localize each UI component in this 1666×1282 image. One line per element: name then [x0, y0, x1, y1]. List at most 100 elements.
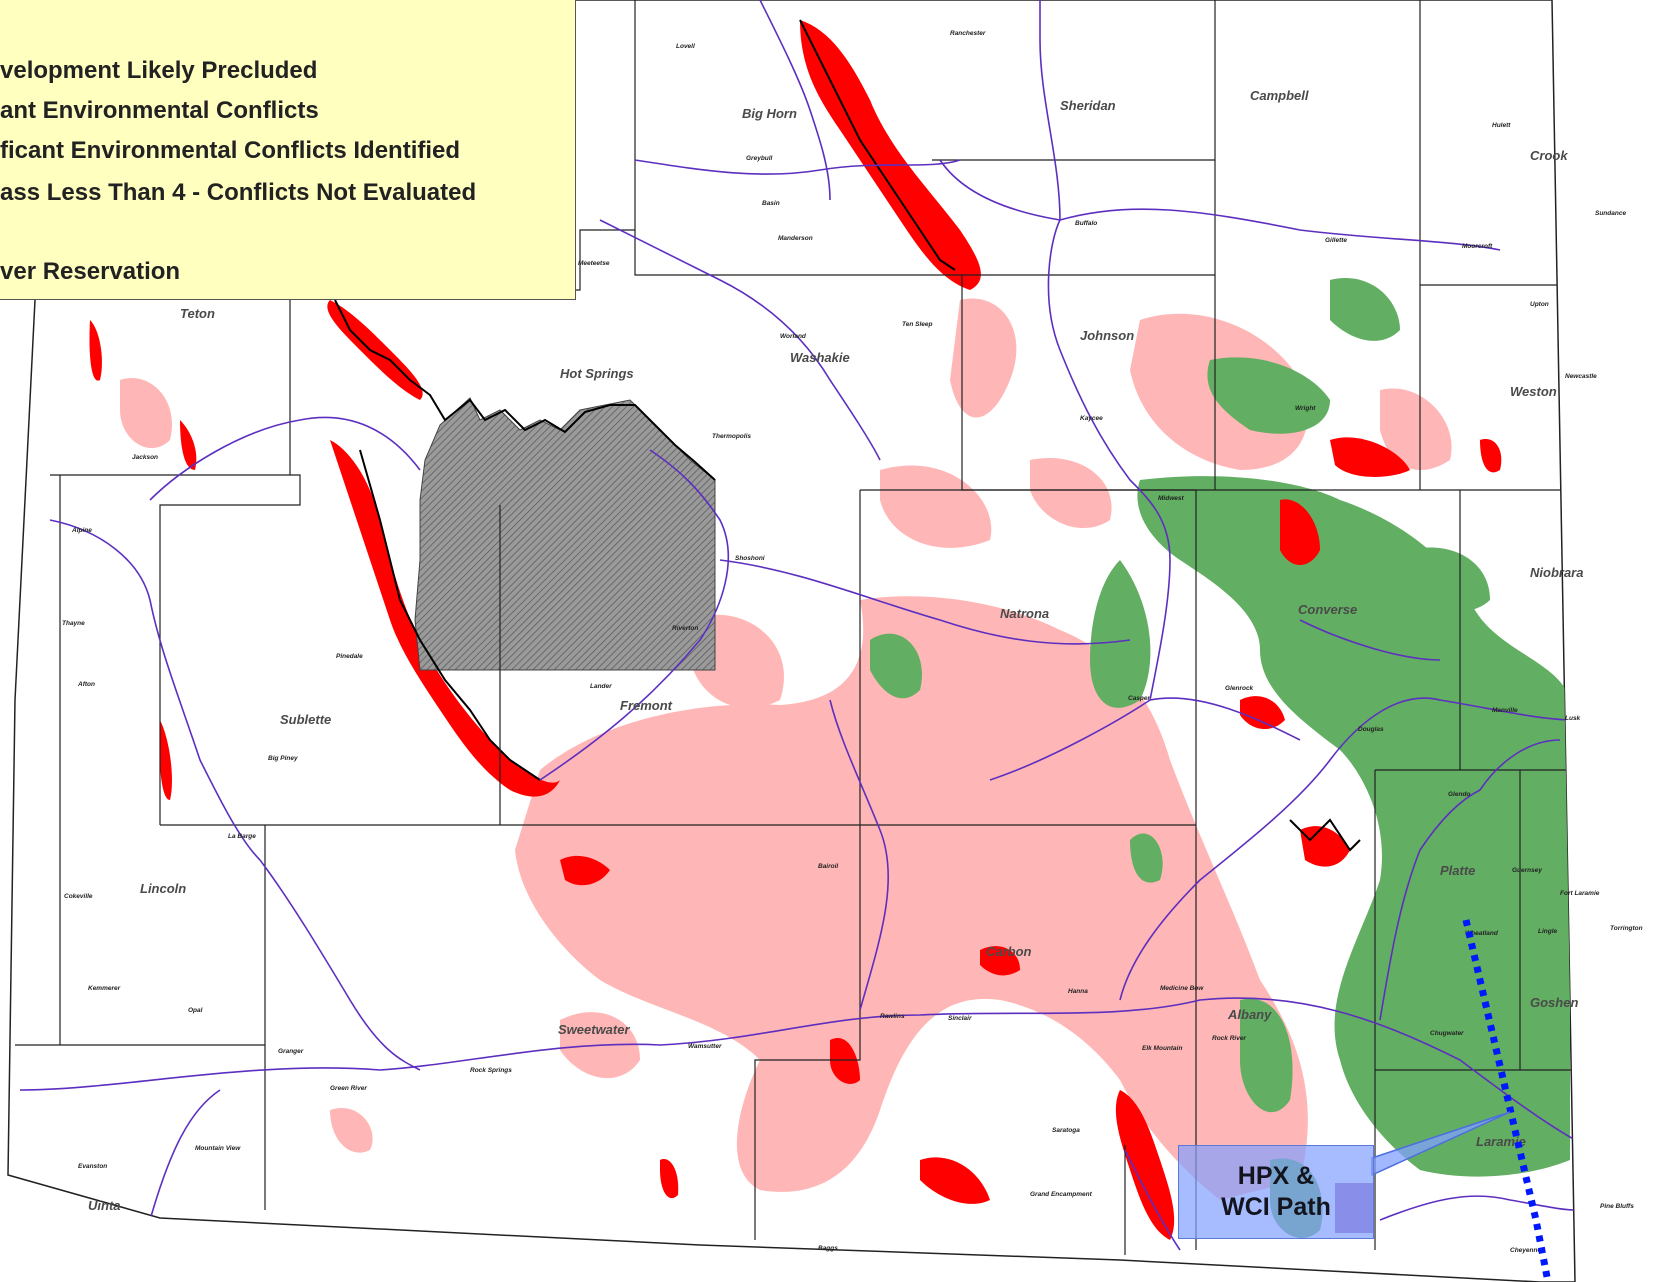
county-label: Big Horn	[742, 106, 797, 121]
county-label: Sheridan	[1060, 98, 1116, 113]
city-labels: Ranchester Lovell Greybull Basin Manders…	[62, 30, 1643, 1254]
county-label: Goshen	[1530, 995, 1578, 1010]
county-label: Platte	[1440, 863, 1475, 878]
city-label: Alpine	[71, 527, 92, 534]
city-label: Guernsey	[1512, 867, 1542, 874]
city-label: Basin	[762, 200, 780, 207]
city-label: Wright	[1295, 405, 1316, 412]
legend-item-not-evaluated: ass Less Than 4 - Conflicts Not Evaluate…	[0, 179, 477, 206]
city-label: Worland	[780, 333, 807, 340]
county-label: Crook	[1530, 148, 1568, 163]
conflicts-areas	[120, 298, 1470, 1200]
city-label: Torrington	[1610, 925, 1643, 932]
hpx-wci-path-line	[1462, 919, 1552, 1282]
city-label: Mountain View	[195, 1145, 241, 1152]
city-label: Glenrock	[1225, 685, 1254, 692]
city-label: Jackson	[132, 454, 158, 461]
city-label: Rawlins	[880, 1013, 905, 1020]
city-label: Buffalo	[1075, 220, 1097, 227]
city-label: Ten Sleep	[902, 321, 932, 328]
county-label: Uinta	[88, 1198, 121, 1213]
city-label: Green River	[330, 1085, 367, 1092]
city-label: Moorcroft	[1462, 243, 1493, 250]
city-label: Newcastle	[1565, 373, 1597, 380]
city-label: Casper	[1128, 695, 1151, 702]
no-conflicts-areas	[870, 278, 1570, 1239]
city-label: Grand Encampment	[1030, 1191, 1093, 1198]
city-label: Manderson	[778, 235, 813, 242]
city-label: Baggs	[818, 1245, 838, 1252]
city-label: Glendo	[1448, 791, 1470, 798]
city-label: Sinclair	[948, 1015, 972, 1022]
city-label: Cokeville	[64, 893, 93, 900]
city-label: Bairoil	[818, 863, 838, 870]
city-label: Chugwater	[1430, 1030, 1464, 1037]
city-label: Rock River	[1212, 1035, 1246, 1042]
legend-item-precluded: velopment Likely Precluded	[0, 57, 318, 84]
callout-line-1: HPX &	[1237, 1161, 1315, 1190]
precluded-areas	[89, 20, 1502, 1240]
city-label: Lingle	[1538, 928, 1558, 935]
city-label: Fort Laramie	[1560, 890, 1600, 897]
county-labels: Big Horn Sheridan Campbell Crook Teton H…	[88, 88, 1583, 1213]
county-label: Albany	[1227, 1007, 1272, 1022]
city-label: Medicine Bow	[1160, 985, 1204, 992]
city-label: Midwest	[1158, 495, 1184, 502]
city-label: Meeteetse	[578, 260, 610, 267]
city-label: Evanston	[78, 1163, 107, 1170]
city-label: Thermopolis	[712, 433, 751, 440]
county-label: Natrona	[1000, 606, 1049, 621]
city-label: Shoshoni	[735, 555, 765, 562]
city-label: Ranchester	[950, 30, 986, 37]
hpx-wci-path-callout: HPX & WCI Path	[1178, 1145, 1374, 1239]
city-label: La Barge	[228, 833, 256, 840]
county-label: Weston	[1510, 384, 1557, 399]
county-label: Niobrara	[1530, 565, 1583, 580]
city-label: Afton	[77, 681, 95, 688]
legend-item-no-significant-conflicts: ficant Environmental Conflicts Identifie…	[0, 137, 461, 164]
county-label: Teton	[180, 306, 215, 321]
city-label: Lovell	[676, 43, 695, 50]
map-legend: velopment Likely Precluded ant Environme…	[0, 0, 576, 300]
city-label: Douglas	[1358, 726, 1384, 733]
callout-line-2: WCI Path	[1221, 1193, 1331, 1221]
county-label: Converse	[1298, 602, 1357, 617]
city-label: Upton	[1530, 301, 1549, 308]
city-label: Lusk	[1565, 715, 1581, 722]
legend-item-significant-conflicts: ant Environmental Conflicts	[0, 97, 319, 124]
city-label: Manville	[1492, 707, 1518, 714]
county-label: Washakie	[790, 350, 850, 365]
county-label: Hot Springs	[560, 366, 634, 381]
city-label: Wheatland	[1465, 930, 1499, 937]
city-label: Granger	[278, 1048, 304, 1055]
county-label: Sweetwater	[558, 1022, 630, 1037]
highways	[19, 0, 1575, 1251]
city-label: Thayne	[62, 620, 85, 627]
city-label: Big Piney	[268, 755, 298, 762]
city-label: Rock Springs	[470, 1067, 512, 1074]
city-label: Cheyenne	[1510, 1247, 1541, 1254]
city-label: Pine Bluffs	[1600, 1203, 1634, 1210]
legend-item-reservation: ver Reservation	[0, 258, 181, 285]
city-label: Kaycee	[1080, 415, 1103, 422]
city-label: Greybull	[746, 155, 773, 162]
city-label: Hulett	[1492, 122, 1511, 129]
county-label: Campbell	[1250, 88, 1309, 103]
county-label: Fremont	[620, 698, 673, 713]
city-label: Sundance	[1595, 210, 1626, 217]
county-label: Carbon	[986, 944, 1032, 959]
city-label: Riverton	[672, 625, 698, 632]
city-label: Elk Mountain	[1142, 1045, 1182, 1052]
county-label: Sublette	[280, 712, 331, 727]
city-label: Pinedale	[336, 653, 363, 660]
city-label: Kemmerer	[88, 985, 121, 992]
county-label: Johnson	[1080, 328, 1134, 343]
county-label: Lincoln	[140, 881, 186, 896]
city-label: Saratoga	[1052, 1127, 1080, 1134]
city-label: Gillette	[1325, 237, 1347, 244]
county-label: Laramie	[1476, 1134, 1526, 1149]
city-label: Lander	[590, 683, 612, 690]
city-label: Wamsutter	[688, 1043, 722, 1050]
city-label: Opal	[188, 1007, 203, 1014]
